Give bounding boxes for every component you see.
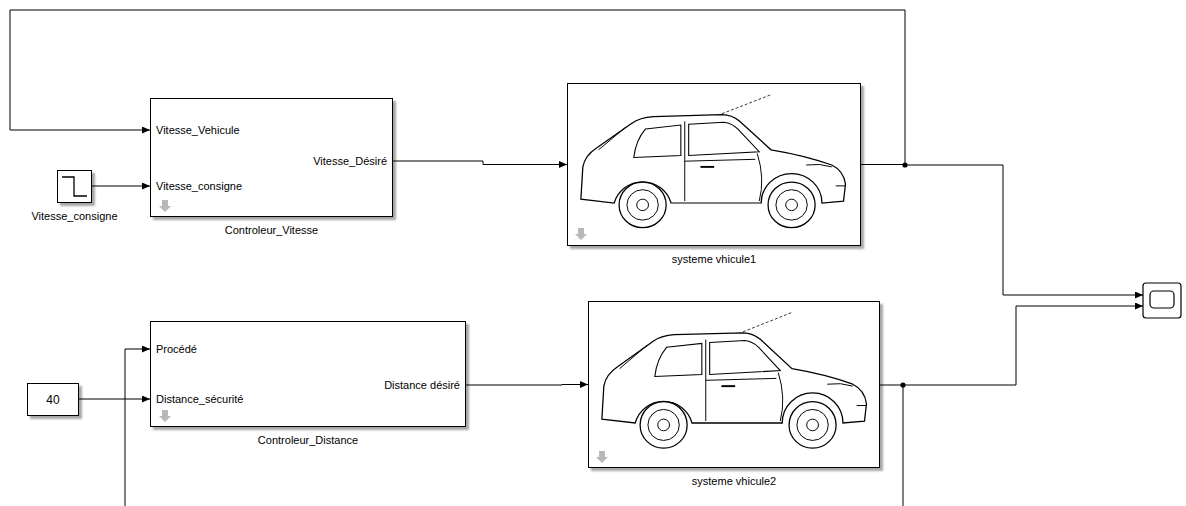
step-icon xyxy=(62,177,87,196)
block-name: Controleur_Vitesse xyxy=(225,223,318,237)
branch-point xyxy=(900,382,905,387)
port-label: Distance désiré xyxy=(384,378,460,392)
signal-wire xyxy=(125,349,150,506)
scope-screen xyxy=(1150,291,1174,308)
signal-line xyxy=(79,399,150,400)
signal-line xyxy=(466,384,588,386)
car-illustration xyxy=(602,312,867,448)
mask-arrow-icon xyxy=(596,451,608,463)
controller-subsystem: ProcédéDistance_sécuritéDistance désiréC… xyxy=(150,321,466,427)
signal-line xyxy=(10,10,905,165)
vehicle-subsystem: systeme vhicule2 xyxy=(588,301,880,468)
step-block: Vitesse_consigne xyxy=(57,170,92,203)
block-name: systeme vhicule2 xyxy=(692,474,776,488)
signal-wire xyxy=(903,385,904,506)
car-illustration xyxy=(581,95,846,228)
mask-arrow-icon xyxy=(159,200,171,212)
constant-block: 40 xyxy=(27,383,79,416)
signal-wire xyxy=(880,306,1143,385)
constant-value: 40 xyxy=(46,393,59,407)
signal-line xyxy=(393,161,567,165)
vehicle-subsystem: systeme vhicule1 xyxy=(567,83,861,246)
mask-arrow-icon xyxy=(159,410,171,422)
port-label: Vitesse_Vehicule xyxy=(156,123,240,137)
port-label: Vitesse_Désiré xyxy=(313,154,387,168)
port-label: Procédé xyxy=(156,342,197,356)
mask-arrow-icon xyxy=(575,228,587,240)
signal-line xyxy=(92,186,150,187)
block-name: Controleur_Distance xyxy=(258,433,358,447)
scope-block xyxy=(1143,283,1181,318)
controller-subsystem: Vitesse_VehiculeVitesse_consigne Vitesse_… xyxy=(150,98,393,217)
block-name: systeme vhicule1 xyxy=(672,252,756,266)
signal-wire xyxy=(905,165,1143,295)
port-label: Distance_sécurité xyxy=(156,392,243,406)
port-label: Vitesse_consigne xyxy=(156,179,242,193)
block-name: Vitesse_consigne xyxy=(31,209,117,223)
